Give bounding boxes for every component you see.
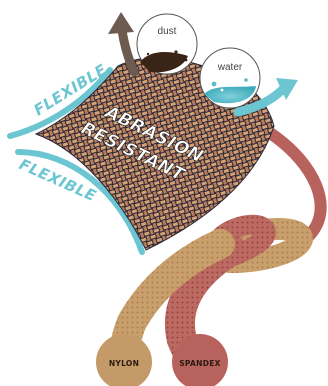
water-bubble: water bbox=[200, 48, 260, 108]
dust-arrow-head bbox=[108, 12, 134, 34]
dust-bubble: dust bbox=[137, 14, 197, 74]
yarn-caps: NYLON SPANDEX bbox=[96, 334, 228, 386]
dust-label: dust bbox=[158, 26, 177, 37]
water-label: water bbox=[217, 62, 243, 73]
dust-arrow bbox=[108, 12, 134, 72]
spandex-label: SPANDEX bbox=[179, 359, 221, 368]
nylon-label: NYLON bbox=[109, 359, 139, 368]
